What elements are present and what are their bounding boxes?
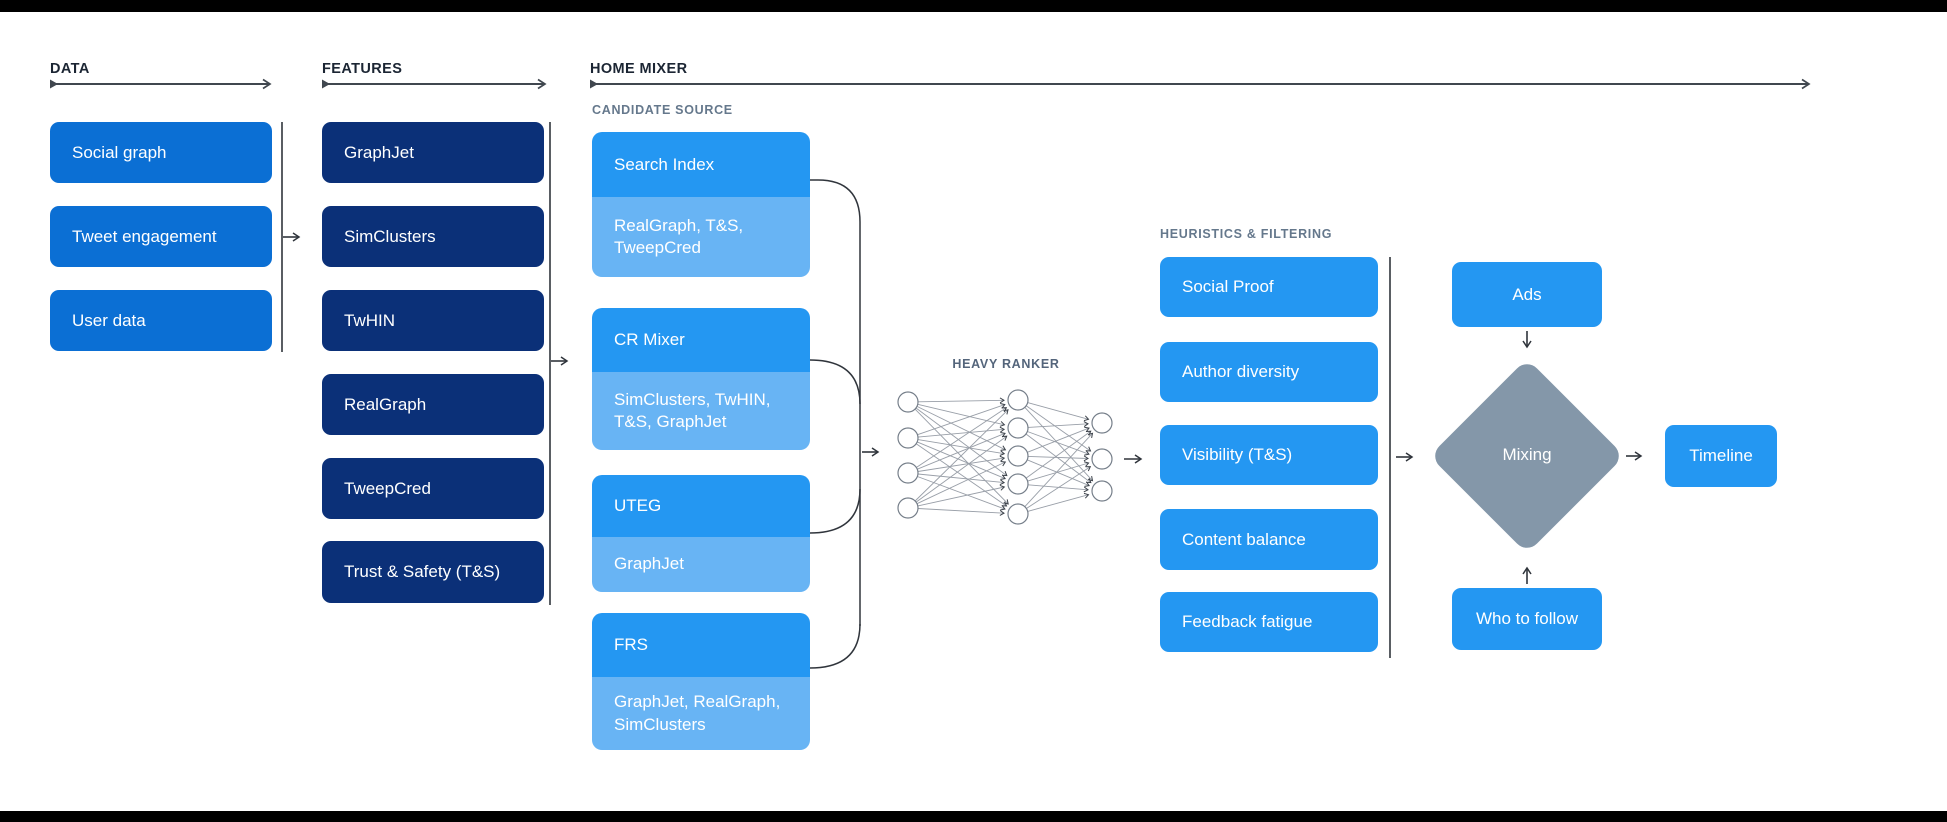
section-arrow-data — [50, 78, 272, 90]
letterbox-bottom — [0, 811, 1947, 822]
node-search-index-sources: RealGraph, T&S, TweepCred — [592, 197, 810, 277]
node-tweepcred: TweepCred — [322, 458, 544, 519]
node-timeline: Timeline — [1665, 425, 1777, 487]
node-search-index: Search Index — [592, 132, 810, 197]
section-arrow-features — [322, 78, 547, 90]
section-label-home-mixer: HOME MIXER — [590, 61, 688, 77]
node-feedback-fatigue: Feedback fatigue — [1160, 592, 1378, 652]
node-cr-mixer-sources: SimClusters, TwHIN, T&S, GraphJet — [592, 372, 810, 450]
node-cr-mixer: CR Mixer — [592, 308, 810, 372]
node-simclusters: SimClusters — [322, 206, 544, 267]
candidate-bus — [809, 179, 861, 669]
node-content-balance: Content balance — [1160, 509, 1378, 570]
section-label-data: DATA — [50, 61, 90, 77]
node-social-proof: Social Proof — [1160, 257, 1378, 317]
heavy-ranker-network — [897, 389, 1113, 525]
section-arrow-home-mixer — [590, 78, 1811, 90]
node-trust-safety: Trust & Safety (T&S) — [322, 541, 544, 603]
node-tweet-engagement: Tweet engagement — [50, 206, 272, 267]
heavy-ranker-label: HEAVY RANKER — [952, 357, 1060, 371]
node-visibility: Visibility (T&S) — [1160, 425, 1378, 485]
node-uteg-sources: GraphJet — [592, 537, 810, 592]
node-frs-sources: GraphJet, RealGraph, SimClusters — [592, 677, 810, 750]
candidate-source-label: CANDIDATE SOURCE — [592, 103, 733, 117]
node-author-diversity: Author diversity — [1160, 342, 1378, 402]
mixing-label: Mixing — [1502, 445, 1552, 464]
letterbox-top — [0, 0, 1947, 12]
heuristics-label: HEURISTICS & FILTERING — [1160, 227, 1333, 241]
node-who-to-follow: Who to follow — [1452, 588, 1602, 650]
node-user-data: User data — [50, 290, 272, 351]
node-uteg: UTEG — [592, 475, 810, 537]
section-label-features: FEATURES — [322, 61, 403, 77]
node-twhin: TwHIN — [322, 290, 544, 351]
node-social-graph: Social graph — [50, 122, 272, 183]
node-ads: Ads — [1452, 262, 1602, 327]
node-frs: FRS — [592, 613, 810, 677]
node-realgraph: RealGraph — [322, 374, 544, 435]
node-graphjet: GraphJet — [322, 122, 544, 183]
